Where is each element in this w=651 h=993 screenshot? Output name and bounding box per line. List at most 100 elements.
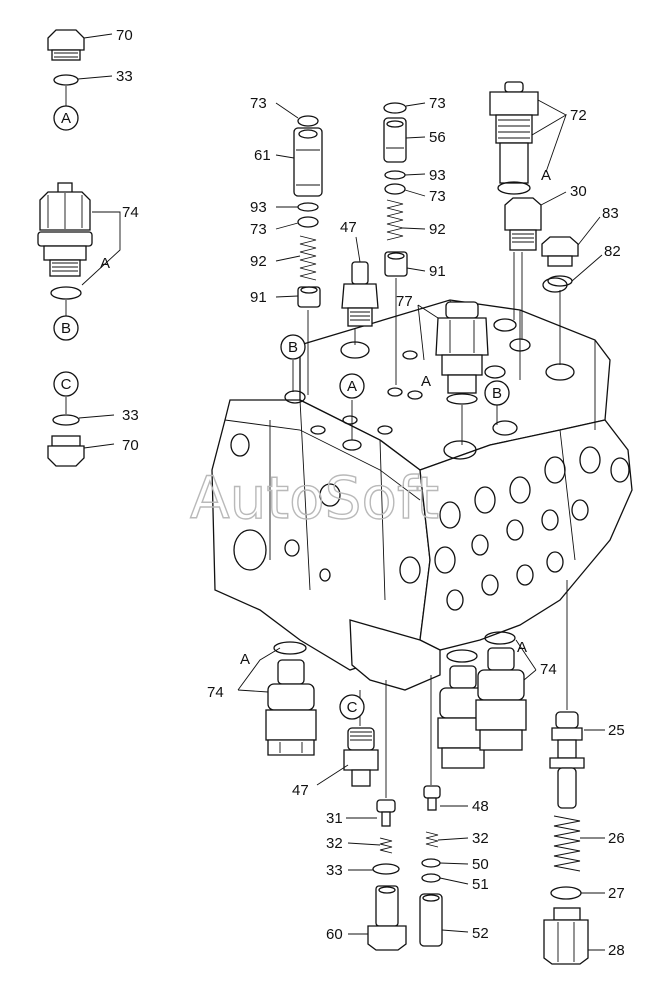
part-82-oring bbox=[547, 275, 573, 287]
part-27-oring bbox=[550, 886, 582, 900]
part-93-ring-a bbox=[297, 202, 319, 212]
part-47-check-valve-lower bbox=[343, 727, 379, 787]
part-73-oring-a bbox=[297, 115, 319, 127]
label-73-b: 73 bbox=[250, 221, 267, 238]
part-73-oring-d bbox=[384, 183, 406, 195]
part-52-plug bbox=[419, 893, 443, 947]
label-47-lower: 47 bbox=[292, 782, 309, 799]
label-28: 28 bbox=[608, 942, 625, 959]
label-48: 48 bbox=[472, 798, 489, 815]
part-32-spring-b bbox=[425, 831, 439, 848]
part-47-check-valve-upper bbox=[341, 261, 379, 327]
part-74-oring-left bbox=[273, 641, 307, 655]
part-74-relief-valve-upper bbox=[37, 182, 93, 277]
part-48-poppet bbox=[423, 785, 441, 811]
label-77: 77 bbox=[396, 293, 413, 310]
part-56-plunger bbox=[383, 117, 407, 163]
part-61-sleeve bbox=[293, 127, 323, 197]
part-33-oring-c bbox=[52, 414, 80, 426]
label-60: 60 bbox=[326, 926, 343, 943]
part-73-oring-b bbox=[297, 216, 319, 228]
label-91-a: 91 bbox=[250, 289, 267, 306]
label-26: 26 bbox=[608, 830, 625, 847]
part-83-plug bbox=[541, 236, 579, 267]
letter-C-left: C bbox=[61, 376, 72, 393]
label-92-b: 92 bbox=[429, 221, 446, 238]
part-74-relief-valve-lower-left bbox=[265, 659, 317, 756]
label-51: 51 bbox=[472, 876, 489, 893]
letter-A-valve-72: A bbox=[541, 167, 551, 184]
part-60-plug bbox=[367, 885, 407, 951]
watermark-text: AutoSoft bbox=[190, 464, 439, 532]
label-74-upper-left: 74 bbox=[122, 204, 139, 221]
control-valve-body bbox=[211, 277, 633, 691]
leader-lines bbox=[65, 33, 605, 951]
label-83: 83 bbox=[602, 205, 619, 222]
label-74-lower-left: 74 bbox=[207, 684, 224, 701]
part-33-oring-bottom bbox=[372, 863, 400, 875]
part-77-overload-valve bbox=[435, 301, 489, 405]
label-56: 56 bbox=[429, 129, 446, 146]
label-82: 82 bbox=[604, 243, 621, 260]
label-74-lower-right: 74 bbox=[540, 661, 557, 678]
label-93-a: 93 bbox=[250, 199, 267, 216]
label-52: 52 bbox=[472, 925, 489, 942]
assembly-lines bbox=[292, 252, 568, 798]
part-70-plug-bottom bbox=[47, 435, 85, 467]
label-50: 50 bbox=[472, 856, 489, 873]
label-31: 31 bbox=[326, 810, 343, 827]
part-93-ring-b bbox=[384, 170, 406, 180]
label-91-b: 91 bbox=[429, 263, 446, 280]
part-70-plug-top bbox=[47, 29, 85, 61]
label-73-a: 73 bbox=[250, 95, 267, 112]
label-32-a: 32 bbox=[326, 835, 343, 852]
letter-C-bottom: C bbox=[347, 699, 358, 716]
label-33-left: 33 bbox=[122, 407, 139, 424]
part-28-plug bbox=[543, 907, 589, 965]
letter-A-top: A bbox=[61, 110, 71, 127]
part-74-oring-mid bbox=[446, 649, 478, 663]
part-72-main-relief-valve bbox=[489, 81, 539, 195]
label-33-bottom: 33 bbox=[326, 862, 343, 879]
part-number-labels: 70 33 74 33 70 73 61 93 73 92 91 47 73 5… bbox=[116, 27, 625, 959]
label-47-upper: 47 bbox=[340, 219, 357, 236]
part-91-piston-a bbox=[297, 286, 321, 308]
part-50-oring bbox=[421, 858, 441, 868]
label-32-b: 32 bbox=[472, 830, 489, 847]
letter-A-lower-left: A bbox=[240, 651, 250, 668]
label-61: 61 bbox=[254, 147, 271, 164]
label-25: 25 bbox=[608, 722, 625, 739]
label-73-d: 73 bbox=[429, 188, 446, 205]
part-74-relief-valve-lower-right bbox=[475, 647, 527, 751]
part-74-oring-right bbox=[484, 631, 516, 645]
letter-A-lower-right: A bbox=[517, 639, 527, 656]
label-70-top: 70 bbox=[116, 27, 133, 44]
label-27: 27 bbox=[608, 885, 625, 902]
label-73-c: 73 bbox=[429, 95, 446, 112]
reference-letters: A B C B A B C bbox=[53, 105, 510, 720]
label-72: 72 bbox=[570, 107, 587, 124]
part-73-oring-c bbox=[383, 102, 407, 114]
part-91-piston-b bbox=[384, 251, 408, 277]
letter-B-body-right: B bbox=[492, 385, 502, 402]
letter-A-valve-77: A bbox=[421, 373, 431, 390]
part-92-spring-b bbox=[386, 199, 404, 241]
letter-B-body-left: B bbox=[288, 339, 298, 356]
label-93-b: 93 bbox=[429, 167, 446, 184]
label-30: 30 bbox=[570, 183, 587, 200]
part-26-spring bbox=[553, 815, 581, 872]
letter-B-left: B bbox=[61, 320, 71, 337]
label-70-left: 70 bbox=[122, 437, 139, 454]
label-92-a: 92 bbox=[250, 253, 267, 270]
part-32-spring-a bbox=[379, 837, 393, 854]
part-33-oring-top bbox=[53, 74, 79, 86]
part-30-adapter bbox=[504, 197, 542, 251]
part-51-ring bbox=[421, 873, 441, 883]
letter-A-valve-74: A bbox=[100, 255, 110, 272]
part-33-oring-lower bbox=[50, 286, 82, 300]
part-25-spool-valve bbox=[549, 711, 585, 809]
label-33-top: 33 bbox=[116, 68, 133, 85]
letter-A-body: A bbox=[347, 378, 357, 395]
